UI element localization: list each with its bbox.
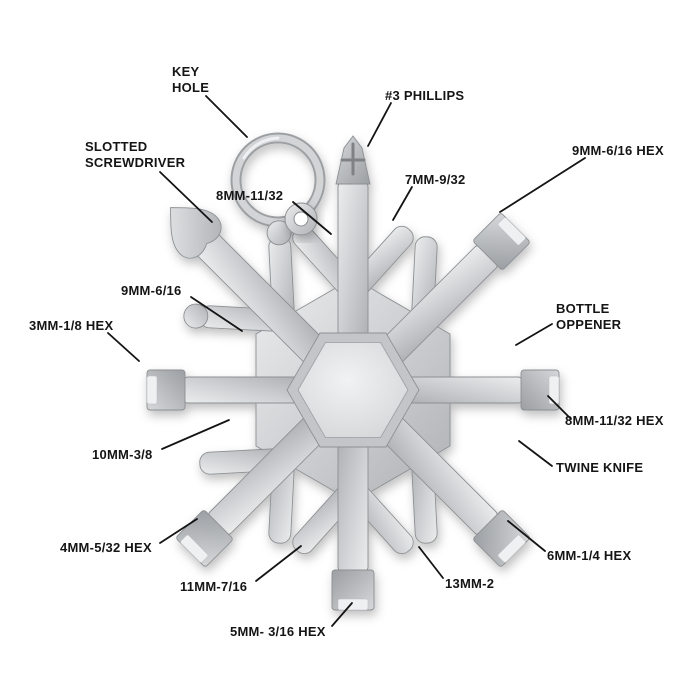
label-13mm-2: 13MM-2: [445, 576, 495, 591]
leader-7mm-9-32: [392, 186, 413, 221]
label-11mm-7-16: 11MM-7/16: [180, 579, 248, 594]
leader-8mm-11-32-hex: [547, 395, 572, 420]
arm-lower-right-hex: [376, 413, 530, 567]
center-hex-socket: [286, 332, 420, 448]
label-3-phillips: #3 PHILLIPS: [385, 88, 465, 103]
slotted-tip: [170, 207, 222, 259]
leader-13mm-2: [418, 546, 444, 579]
label-8mm-11-32-hex: 8MM-11/32 HEX: [565, 413, 664, 428]
leader-11mm-7-16: [255, 545, 302, 582]
leader-10mm-3-8: [161, 419, 230, 450]
arm-bottom-hex: [292, 435, 414, 611]
key-hole-tab: [284, 202, 318, 236]
leader-twine-knife: [518, 440, 553, 467]
label-3mm-1-8-hex: 3MM-1/8 HEX: [29, 318, 114, 333]
leader-8mm-11-32: [292, 201, 332, 235]
leader-9mm-6-16: [190, 296, 243, 332]
label-7mm-9-32: 7MM-9/32: [405, 172, 466, 187]
leader-6mm-1-4-hex: [507, 520, 546, 552]
leader-5mm-3-16-hex: [331, 602, 353, 627]
label-8mm-11-32: 8MM-11/32: [216, 188, 284, 203]
leader-9mm-6-16-hex: [499, 157, 586, 213]
arm-lower-left-hex: [176, 413, 330, 567]
leader-bottle-opener: [515, 323, 553, 346]
label-twine-knife: TWINE KNIFE: [556, 460, 644, 475]
label-9mm-6-16-hex: 9MM-6/16 HEX: [572, 143, 664, 158]
label-4mm-5-32-hex: 4MM-5/32 HEX: [60, 540, 152, 555]
leader-key-hole: [205, 95, 248, 138]
label-10mm-3-8: 10MM-3/8: [92, 447, 153, 462]
leader-slotted-screwdriver: [159, 171, 213, 223]
leader-3mm-1-8-hex: [107, 332, 140, 362]
snowflake-tool: [146, 135, 560, 611]
arm-upper-left-slotted: [170, 207, 330, 367]
leader-lines: [107, 95, 586, 627]
label-slotted-screwdriver: SLOTTED SCREWDRIVER: [85, 139, 186, 171]
label-key-hole: KEY HOLE: [172, 64, 210, 96]
leader-4mm-5-32-hex: [159, 518, 198, 544]
label-6mm-1-4-hex: 6MM-1/4 HEX: [547, 548, 632, 563]
arm-left-hex: [146, 369, 302, 411]
arm-upper-right-hex: [376, 213, 530, 367]
label-5mm-3-16-hex: 5MM- 3/16 HEX: [230, 624, 326, 639]
leader-3-phillips: [367, 102, 392, 147]
arm-right-hex: [404, 369, 560, 411]
label-bottle-opener: BOTTLE OPPENER: [556, 301, 622, 333]
label-9mm-6-16: 9MM-6/16: [121, 283, 182, 298]
